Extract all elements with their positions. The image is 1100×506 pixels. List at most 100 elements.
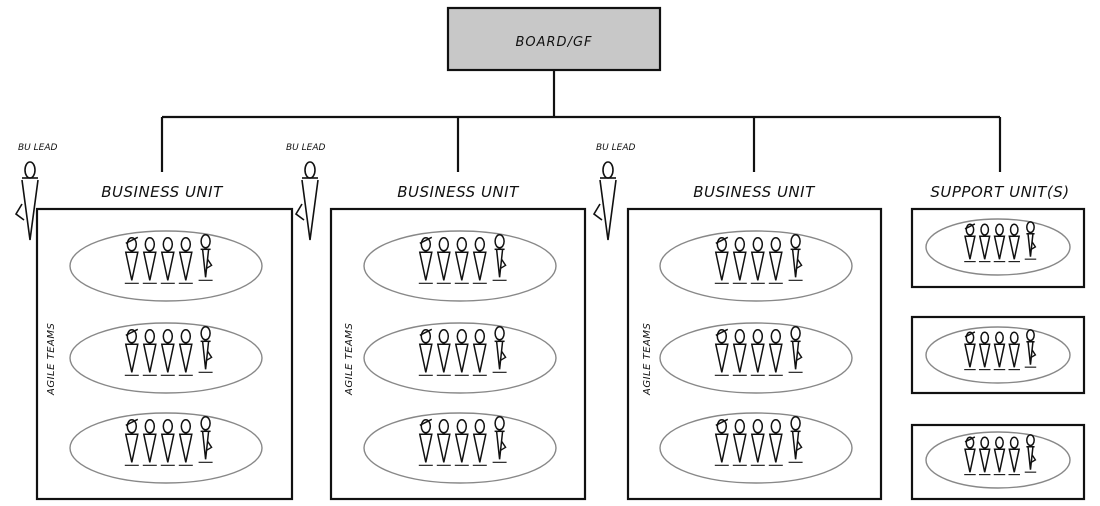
person-icon [1008, 223, 1021, 263]
person-icon [964, 436, 976, 476]
connector-lines [160, 70, 1002, 172]
person-icon [472, 419, 487, 466]
person-icon [993, 331, 1006, 371]
agile-teams-layer [69, 218, 1071, 489]
person-icon [160, 329, 175, 376]
person-icon [964, 331, 976, 371]
agile-team [925, 431, 1071, 489]
lead-person-icon [492, 416, 507, 463]
bu-lead-label: BU LEAD [18, 143, 57, 153]
person-icon [160, 237, 175, 284]
bu-box [35, 207, 294, 501]
lead-person-icon [1024, 221, 1037, 260]
person-icon [436, 237, 451, 284]
agile-teams-label: AGILE TEAMS [344, 322, 355, 396]
bu-box [329, 207, 587, 501]
business-unit-1: BU LEAD BUSINESS UNIT AGILE TEAMS [14, 143, 294, 501]
person-icon [436, 329, 451, 376]
team-ellipse [69, 322, 263, 394]
agile-team [69, 230, 263, 302]
person-icon [964, 223, 976, 263]
person-icon [768, 237, 783, 284]
person-icon [732, 329, 747, 376]
agile-team [69, 322, 263, 394]
business-unit-3: BU LEAD BUSINESS UNIT AGILE TEAMS [592, 143, 883, 501]
agile-team [925, 326, 1071, 384]
person-icon [714, 236, 729, 284]
bu-lead-figure-icon [592, 161, 617, 241]
support-box [910, 315, 1086, 395]
bu-lead-label: BU LEAD [596, 143, 635, 153]
person-icon [142, 237, 157, 284]
support-unit-title: SUPPORT UNIT(S) [930, 183, 1069, 201]
agile-team [69, 412, 263, 484]
agile-teams-label: AGILE TEAMS [46, 322, 57, 396]
agile-team [659, 412, 853, 484]
person-icon [750, 237, 765, 284]
person-icon [418, 236, 433, 284]
person-icon [124, 418, 139, 466]
bu-lead-figure-icon [14, 161, 39, 241]
bu-title: BUSINESS UNIT [397, 183, 520, 201]
person-icon [714, 418, 729, 466]
lead-person-icon [788, 416, 803, 463]
person-icon [993, 436, 1006, 476]
lead-person-icon [492, 234, 507, 281]
bu-title: BUSINESS UNIT [101, 183, 224, 201]
lead-person-icon [492, 326, 507, 373]
lead-person-icon [1024, 434, 1037, 473]
person-icon [418, 328, 433, 376]
bu-box [626, 207, 883, 501]
person-icon [714, 328, 729, 376]
person-icon [768, 329, 783, 376]
lead-person-icon [198, 416, 213, 463]
business-unit-2: BU LEAD BUSINESS UNIT AGILE TEAMS [286, 143, 587, 501]
person-icon [124, 328, 139, 376]
person-icon [178, 419, 193, 466]
lead-person-icon [1024, 329, 1037, 368]
person-icon [750, 419, 765, 466]
person-icon [472, 329, 487, 376]
agile-team [925, 218, 1071, 276]
bu-lead-figure-icon [294, 161, 319, 241]
team-ellipse [925, 326, 1071, 384]
person-icon [768, 419, 783, 466]
team-ellipse [659, 412, 853, 484]
agile-team [363, 230, 557, 302]
person-icon [454, 237, 469, 284]
agile-teams-label: AGILE TEAMS [642, 322, 653, 396]
lead-person-icon [788, 326, 803, 373]
person-icon [178, 237, 193, 284]
lead-person-icon [198, 234, 213, 281]
person-icon [142, 419, 157, 466]
person-icon [978, 331, 991, 371]
person-icon [454, 419, 469, 466]
team-ellipse [69, 230, 263, 302]
agile-team [363, 412, 557, 484]
board-node: BOARD/GF [446, 6, 662, 72]
lead-person-icon [198, 326, 213, 373]
person-icon [472, 237, 487, 284]
team-ellipse [363, 230, 557, 302]
person-icon [160, 419, 175, 466]
support-box [910, 423, 1086, 501]
person-icon [978, 436, 991, 476]
team-ellipse [659, 322, 853, 394]
bu-lead-label: BU LEAD [286, 143, 325, 153]
person-icon [436, 419, 451, 466]
bu-title: BUSINESS UNIT [693, 183, 816, 201]
board-box [446, 6, 662, 72]
board-label: BOARD/GF [515, 35, 592, 50]
team-ellipse [925, 431, 1071, 489]
lead-person-icon [788, 234, 803, 281]
person-icon [124, 236, 139, 284]
person-icon [178, 329, 193, 376]
team-ellipse [363, 412, 557, 484]
team-ellipse [659, 230, 853, 302]
agile-team [363, 322, 557, 394]
support-units: SUPPORT UNIT(S) [910, 183, 1086, 501]
team-ellipse [69, 412, 263, 484]
person-icon [978, 223, 991, 263]
person-icon [1008, 436, 1021, 476]
